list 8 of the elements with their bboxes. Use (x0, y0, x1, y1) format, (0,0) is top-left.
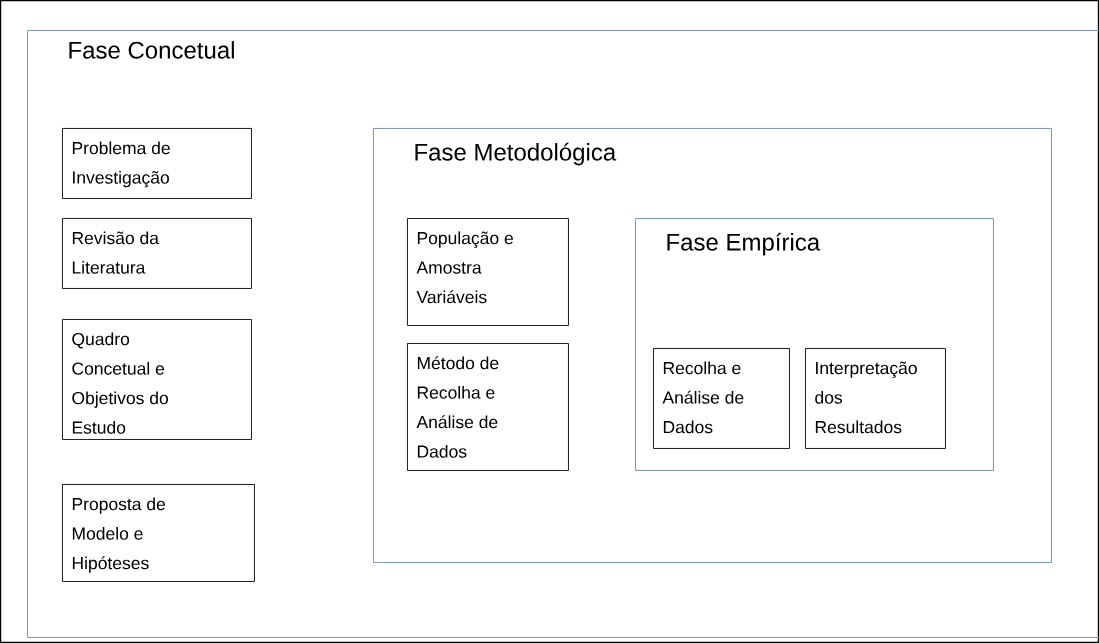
step-box: População e Amostra Variáveis (407, 218, 569, 326)
step-box: Recolha e Análise de Dados (653, 348, 790, 449)
step-box: Revisão da Literatura (62, 218, 252, 289)
step-box: Método de Recolha e Análise de Dados (407, 343, 569, 471)
step-box: Problema de Investigação (62, 128, 252, 199)
step-box: Interpretação dos Resultados (805, 348, 946, 449)
step-box: Proposta de Modelo e Hipóteses (62, 484, 255, 582)
step-box: Quadro Concetual e Objetivos do Estudo (62, 319, 252, 440)
